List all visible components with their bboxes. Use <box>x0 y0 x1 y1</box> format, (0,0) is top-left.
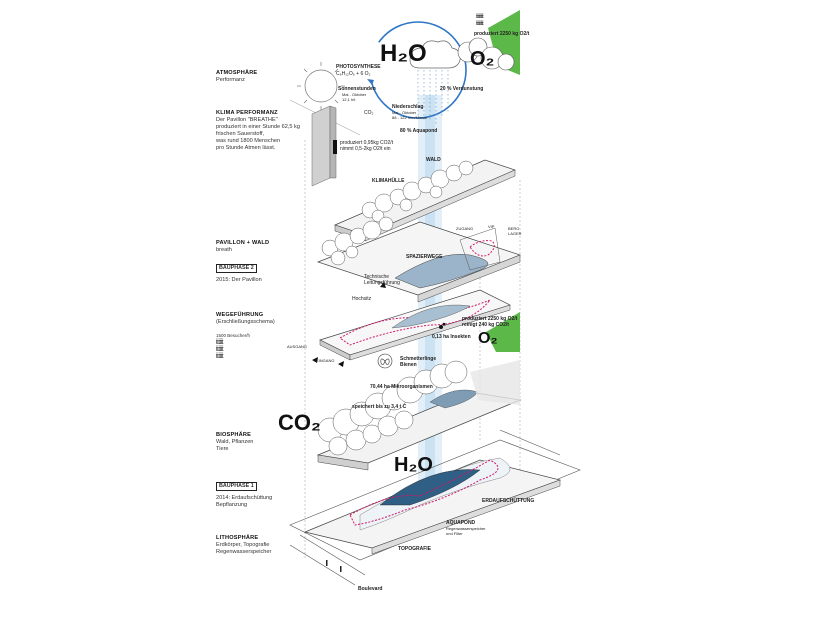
schmetterlinge-label: Bienen <box>400 362 417 368</box>
bauphase2-block: BAUPHASE 2 2015: Der Pavillon <box>216 264 336 284</box>
o2-top: O₂ <box>470 48 495 70</box>
bauphase2-badge: BAUPHASE 2 <box>216 264 257 273</box>
lithosphaere-title: LITHOSPHÄRE <box>216 535 259 541</box>
lithosphaere-block: LITHOSPHÄRE Erdkörper, Topografie Regenw… <box>216 535 336 556</box>
technische-label: Technische <box>364 274 390 280</box>
mikroorganismen-label: 70,44 ha Mikroorganismen <box>370 384 433 390</box>
grey-block <box>311 105 337 187</box>
klimahuelle-label: KLIMAHÜLLE <box>372 178 405 184</box>
level-pavillon <box>316 216 522 303</box>
o2-produziert-label: produziert 2250 kg O2/t <box>474 31 530 37</box>
klima-line: frischen Sauerstoff, <box>216 131 265 137</box>
klima-line: was rund 1800 Menschen <box>216 138 281 144</box>
boulevard-label: Boulevard <box>358 586 383 592</box>
zugang-label: ZUGANG <box>456 226 474 231</box>
arrow-icons <box>312 282 386 367</box>
sun-icon <box>289 62 361 136</box>
photosynthese-label: PHOTOSYNTHESE <box>336 64 381 70</box>
bauphase1-badge: BAUPHASE 1 <box>216 482 257 491</box>
biosphaere-block: BIOSPHÄRE Wald, Pflanzen Tiere <box>216 432 336 453</box>
co2-big: CO₂ <box>278 410 321 435</box>
o2-mid: O₂ <box>478 330 498 347</box>
biosphaere-line: Wald, Pflanzen <box>216 439 254 445</box>
atmosphaere-title: ATMOSPHÄRE <box>216 70 258 76</box>
wegefuehrung-title: WEGEFÜHRUNG <box>216 312 264 318</box>
lithosphaere-line: Regenwasserspeicher <box>216 549 272 555</box>
sonnenstunden-label: Sonnenstunden <box>338 86 376 92</box>
vip-label: VIP <box>488 224 495 229</box>
klima-block: KLIMA PERFORMANZ Der Pavillon "BREATHE" … <box>216 110 336 152</box>
aquapond-sub: Regenwasserspeicher <box>446 526 486 531</box>
bauphase1-line: Bepflanzung <box>216 502 248 508</box>
pavillon-sub: breath <box>216 247 232 253</box>
berglager-label: LAGER <box>508 231 522 236</box>
eingang-label: EINGANG <box>316 358 335 363</box>
bauphase1-line: 2014: Erdaufschüttung <box>216 495 273 501</box>
wegefuehrung-block: WEGEFÜHRUNG (Erschließungsschema) 1500 B… <box>216 312 336 339</box>
berglager-label: BERG <box>508 226 520 231</box>
visitor-count: 1500 Besucher/h <box>216 333 251 338</box>
co2-note: produziert 0,95kg CO2/t <box>340 140 394 146</box>
level-topografie <box>289 429 581 586</box>
cloud-icon <box>409 40 461 69</box>
aquapond-pct-label: 80 % Aquapond <box>400 128 438 134</box>
nieder-sub: 88 - 122 mm/Monat <box>392 115 427 120</box>
butterfly-icon <box>377 353 393 369</box>
wald-label: WALD <box>426 157 441 163</box>
atmosphaere-sub: Performanz <box>216 77 245 83</box>
klima-line: Der Pavillon "BREATHE" <box>216 117 278 123</box>
level-biosphaere <box>316 360 522 471</box>
topografie-label: TOPOGRAFIE <box>398 546 431 552</box>
green-wedge-mid <box>486 312 520 352</box>
wegefuehrung-sub: (Erschließungsschema) <box>216 319 275 325</box>
insekten-label: 0,13 ha Insekten <box>432 334 471 340</box>
hochsitz-label: Hochsitz <box>352 296 372 302</box>
sonnen-sub: 12,1 h/t <box>342 97 356 102</box>
aquapond-label: AQUAPOND <box>446 520 476 526</box>
spazierwege-label: SPAZIERWEGE <box>406 254 443 260</box>
formula-label: C₆H₁₂O₆ + 6 O₂ <box>336 71 371 77</box>
pavillon-block: PAVILLON + WALD breath <box>216 240 336 254</box>
aquapond-sub: und Filter <box>446 531 463 536</box>
co2-note: nimmt 0,5-2kg O2/t ein <box>340 146 391 152</box>
schmetterlinge-label: Schmetterlinge <box>400 356 437 362</box>
level-wegefuehrung <box>319 289 520 361</box>
produziert-o2-label: reinigt 240 kg CO2/t <box>462 322 509 328</box>
sonnen-sub: Mai - Oktober <box>342 92 367 97</box>
erdaufschuettung-label: ERDAUFSCHÜTTUNG <box>482 498 535 504</box>
biosphaere-title: BIOSPHÄRE <box>216 432 252 438</box>
klima-line: pro Stunde Atmen lässt. <box>216 145 276 151</box>
cycle-circle <box>369 21 467 119</box>
speichert-label: speichert bis zu 3,4 t C <box>352 404 407 410</box>
lithosphaere-line: Erdkörper, Topografie <box>216 542 270 548</box>
tree-icon <box>457 37 515 71</box>
rain <box>417 70 449 124</box>
verdunstung-label: 20 % Verdunstung <box>440 86 484 92</box>
klima-line: produziert in einer Stunde 62,5 kg <box>216 124 300 130</box>
niederschlag-label: Niederschlag <box>392 104 424 110</box>
insect-icon <box>439 322 446 329</box>
biosphaere-line: Tiere <box>216 446 229 452</box>
bauphase2-sub: 2015: Der Pavillon <box>216 277 262 283</box>
produziert-o2-label: produziert 2250 kg O2/t <box>462 316 518 322</box>
pavillon-title: PAVILLON + WALD <box>216 240 270 246</box>
klima-title: KLIMA PERFORMANZ <box>216 110 278 116</box>
co2-small-label: CO₂ <box>364 110 374 116</box>
technische-label: Leitungsführung <box>364 280 400 286</box>
ausgang-label: AUSGANG <box>287 344 308 349</box>
atmosphaere-block: ATMOSPHÄRE Performanz <box>216 70 336 84</box>
nieder-sub: Mai - Oktober <box>392 110 417 115</box>
bauphase1-block: BAUPHASE 1 2014: Erdaufschüttung Bepflan… <box>216 482 336 509</box>
h2o-lower: H₂O <box>394 454 433 476</box>
h2o-top: H₂O <box>380 40 427 67</box>
